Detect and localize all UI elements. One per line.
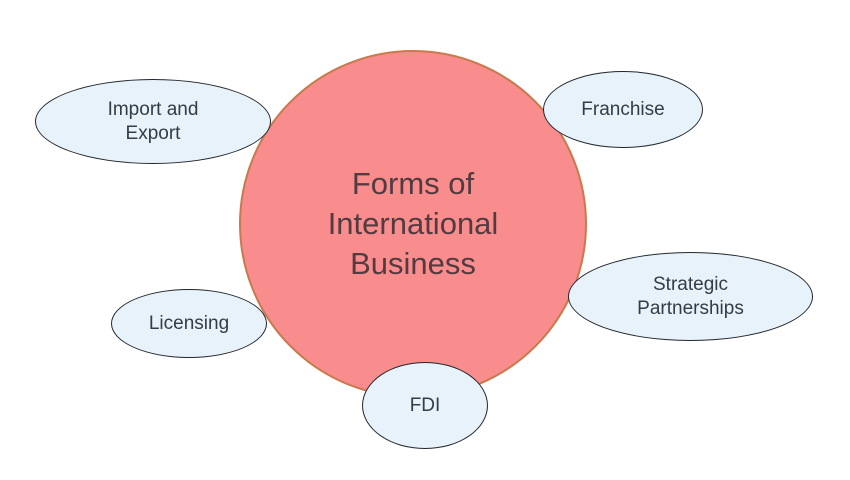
node-strategic-partnerships-label: Strategic Partnerships [637,273,744,319]
node-import-export-label: Import and Export [107,98,199,144]
central-node-circle: Forms of International Business [239,50,587,398]
node-import-export: Import and Export [35,79,271,164]
node-strategic-partnerships: Strategic Partnerships [568,252,813,341]
node-licensing-label: Licensing [148,312,230,334]
node-fdi-label: FDI [409,394,441,416]
node-fdi: FDI [362,362,488,449]
central-node-label: Forms of International Business [327,166,499,281]
node-franchise-label: Franchise [581,98,665,120]
node-franchise: Franchise [543,71,703,148]
node-licensing: Licensing [111,289,267,358]
